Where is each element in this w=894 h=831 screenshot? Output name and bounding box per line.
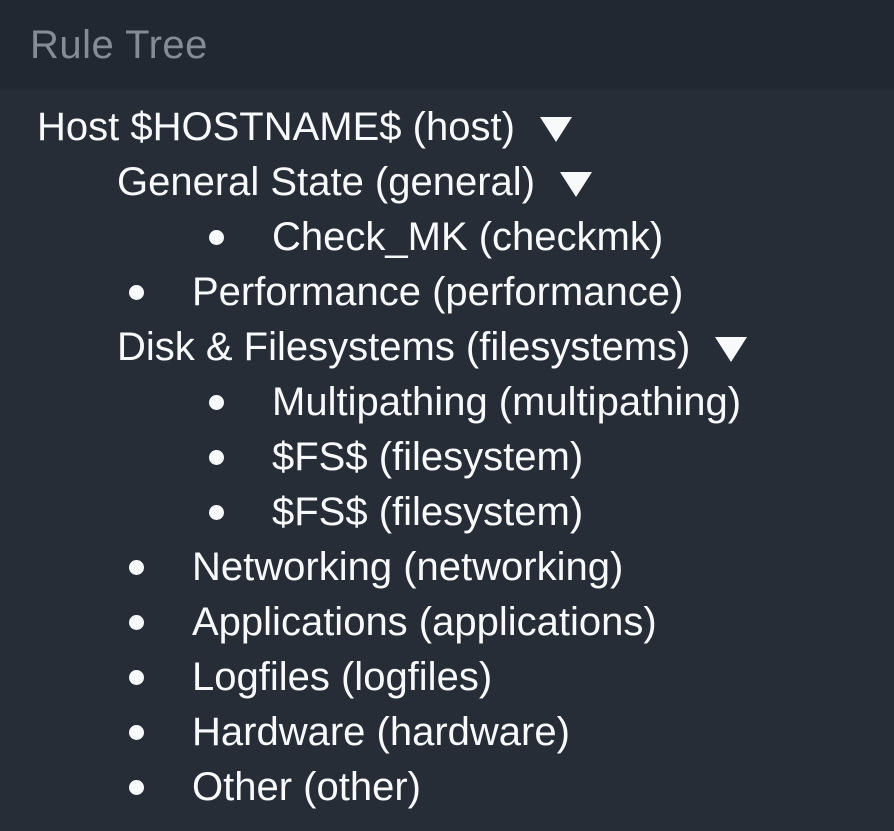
tree-node-label: Multipathing (multipathing): [272, 380, 742, 424]
bullet-dot-icon: [129, 285, 144, 300]
tree-node-label: Performance (performance): [192, 270, 684, 314]
panel-header: Rule Tree: [0, 0, 894, 90]
tree-node-label: Check_MK (checkmk): [272, 215, 664, 259]
tree-node-label: Host $HOSTNAME$ (host): [37, 105, 515, 149]
tree-node-label: $FS$ (filesystem): [272, 490, 584, 534]
bullet-dot-icon: [209, 395, 224, 410]
rule-tree: Host $HOSTNAME$ (host) General State (gen…: [0, 90, 894, 831]
tree-node-label: Networking (networking): [192, 545, 624, 589]
bullet-dot-icon: [129, 560, 144, 575]
bullet-dot-icon: [129, 615, 144, 630]
tree-node-filesystem-1: $FS$ (filesystem): [197, 430, 894, 485]
bullet-dot-icon: [209, 450, 224, 465]
tree-node-checkmk: Check_MK (checkmk): [197, 210, 894, 265]
tree-node-label: $FS$ (filesystem): [272, 435, 584, 479]
bullet-dot-icon: [209, 505, 224, 520]
tree-node-other: Other (other): [117, 760, 894, 815]
tree-node-multipathing: Multipathing (multipathing): [197, 375, 894, 430]
triangle-down-icon[interactable]: [539, 117, 572, 142]
tree-node-general[interactable]: General State (general): [117, 155, 894, 210]
triangle-down-icon[interactable]: [715, 337, 748, 362]
tree-node-filesystems[interactable]: Disk & Filesystems (filesystems): [117, 320, 894, 375]
bullet-dot-icon: [209, 230, 224, 245]
triangle-down-icon[interactable]: [560, 172, 593, 197]
tree-node-host[interactable]: Host $HOSTNAME$ (host): [37, 100, 894, 155]
bullet-dot-icon: [129, 725, 144, 740]
tree-node-label: Logfiles (logfiles): [192, 655, 493, 699]
tree-node-label: Applications (applications): [192, 600, 657, 644]
tree-node-performance: Performance (performance): [117, 265, 894, 320]
tree-node-hardware: Hardware (hardware): [117, 705, 894, 760]
tree-node-label: General State (general): [117, 160, 536, 204]
tree-node-filesystem-2: $FS$ (filesystem): [197, 485, 894, 540]
panel-title: Rule Tree: [30, 22, 208, 67]
tree-node-label: Hardware (hardware): [192, 710, 570, 754]
tree-node-logfiles: Logfiles (logfiles): [117, 650, 894, 705]
bullet-dot-icon: [129, 780, 144, 795]
bullet-dot-icon: [129, 670, 144, 685]
tree-node-label: Disk & Filesystems (filesystems): [117, 325, 691, 369]
tree-node-applications: Applications (applications): [117, 595, 894, 650]
tree-node-label: Other (other): [192, 765, 421, 809]
tree-node-networking: Networking (networking): [117, 540, 894, 595]
